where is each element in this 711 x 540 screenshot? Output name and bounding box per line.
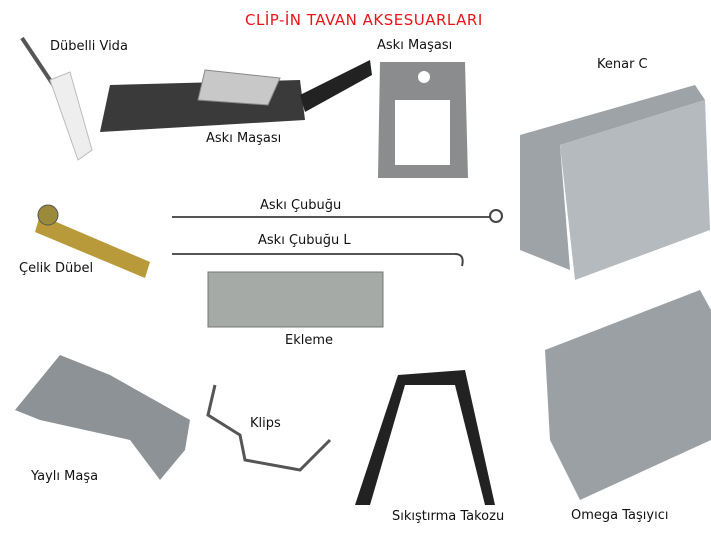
label-dubelli-vida: Dübelli Vida <box>50 39 128 54</box>
anchor-screw-image <box>20 36 93 161</box>
hanger-clip-image <box>378 62 468 178</box>
label-yayli-masa: Yaylı Maşa <box>31 469 99 484</box>
hanger-rod-l-image <box>172 253 464 267</box>
label-celik-dubel: Çelik Dübel <box>19 261 94 276</box>
label-omega-tasiyici: Omega Taşıyıcı <box>571 508 669 523</box>
label-ekleme: Ekleme <box>285 333 334 348</box>
label-klips: Klips <box>250 416 281 431</box>
hanger-rod-image <box>172 209 503 223</box>
edge-c-profile-image <box>520 85 710 280</box>
label-kenar-c: Kenar C <box>597 57 648 72</box>
clip-image <box>206 384 332 472</box>
spring-clip-image <box>15 355 190 480</box>
label-aski-masasi-flat: Askı Maşası <box>206 131 282 146</box>
page-title: CLİP-İN TAVAN AKSESUARLARI <box>245 11 483 29</box>
hanger-clip-flat-image <box>100 60 372 132</box>
steel-anchor-image <box>35 204 150 278</box>
label-sikistirma-takozu: Sıkıştırma Takozu <box>392 509 505 524</box>
label-aski-masasi-top: Askı Maşası <box>377 38 453 53</box>
splice-image <box>207 271 384 328</box>
label-aski-cubugu-l: Askı Çubuğu L <box>258 233 351 248</box>
omega-carrier-image <box>545 290 711 500</box>
label-aski-cubugu: Askı Çubuğu <box>260 198 342 213</box>
compression-wedge-image <box>355 370 495 505</box>
